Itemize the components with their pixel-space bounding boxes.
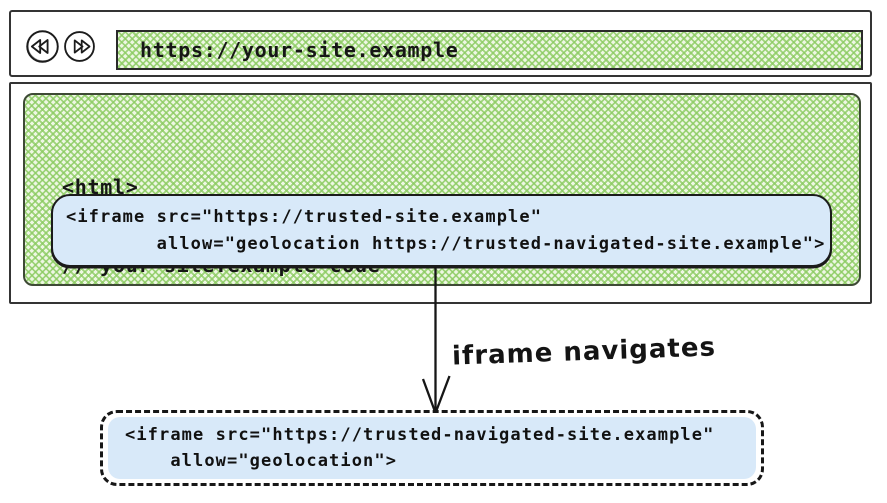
iframe-element-box: <iframe src="https://trusted-site.exampl…	[51, 194, 832, 267]
navigated-src-line: <iframe src="https://trusted-navigated-s…	[125, 425, 715, 445]
iframe-src-line: <iframe src="https://trusted-site.exampl…	[66, 206, 543, 227]
address-bar[interactable]: https://your-site.example	[116, 30, 863, 70]
navigated-iframe-box: <iframe src="https://trusted-navigated-s…	[100, 410, 764, 486]
navigated-allow-line: allow="geolocation">	[125, 451, 398, 471]
page-content: <html> // your-site.example code <iframe…	[23, 93, 861, 286]
browser-toolbar: https://your-site.example	[9, 10, 872, 77]
arrow-label: iframe navigates	[451, 332, 717, 372]
back-button[interactable]	[24, 28, 61, 65]
forward-button[interactable]	[62, 29, 97, 64]
back-icon	[26, 30, 59, 63]
browser-viewport: <html> // your-site.example code <iframe…	[9, 82, 872, 304]
address-url: https://your-site.example	[140, 38, 459, 62]
iframe-allow-line: allow="geolocation https://trusted-navig…	[66, 233, 826, 254]
forward-icon	[64, 31, 95, 62]
navigated-iframe-fill: <iframe src="https://trusted-navigated-s…	[108, 417, 756, 479]
